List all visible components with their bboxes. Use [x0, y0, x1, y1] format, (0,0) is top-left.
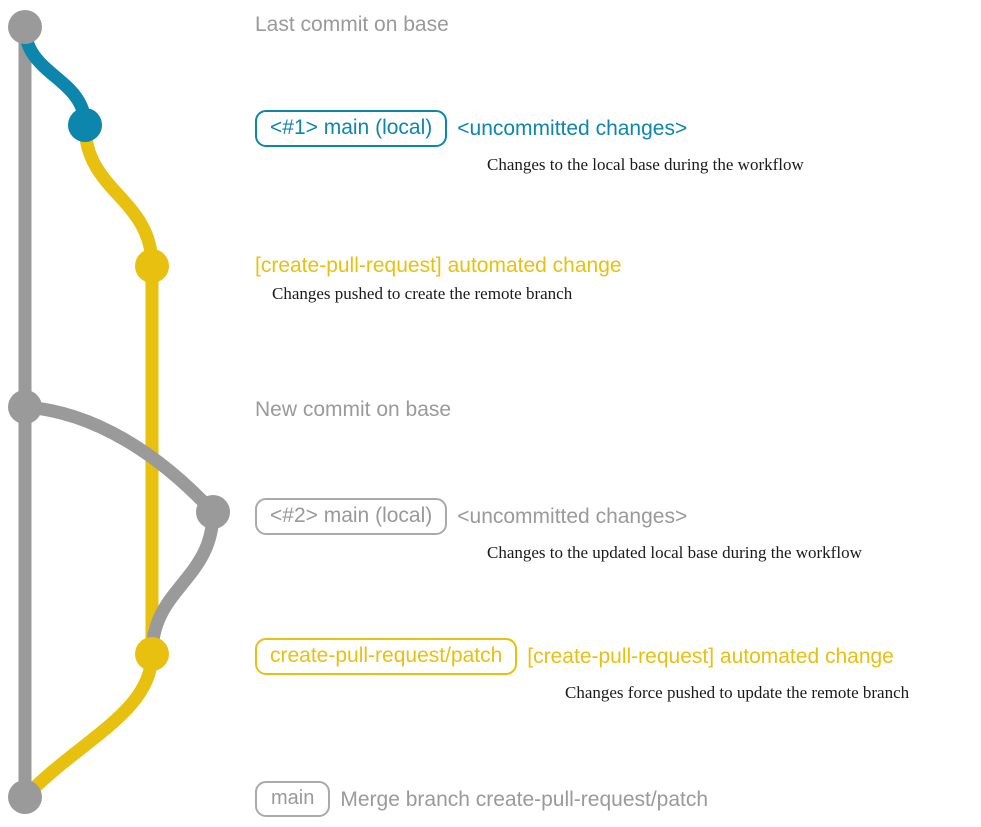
- commit-node-new-commit-on-base[interactable]: [8, 390, 42, 424]
- commit-subject: New commit on base: [255, 398, 452, 421]
- commit-subject: <uncommitted changes>: [457, 505, 688, 528]
- commit-headline: [create-pull-request] automated change: [255, 255, 622, 276]
- commit-node-local-change-1[interactable]: [68, 108, 102, 142]
- commit-row-local-change-2: <#2> main (local) <uncommitted changes> …: [255, 498, 862, 561]
- commit-headline: <#2> main (local) <uncommitted changes>: [255, 498, 862, 535]
- commit-row-last-commit-on-base: Last commit on base: [255, 14, 449, 35]
- commit-row-automated-change-1: [create-pull-request] automated change C…: [255, 255, 622, 302]
- commit-headline: create-pull-request/patch [create-pull-r…: [255, 638, 909, 675]
- commit-nodes: [8, 10, 230, 814]
- commit-row-new-commit-on-base: New commit on base: [255, 399, 451, 420]
- commit-headline: Last commit on base: [255, 14, 449, 35]
- commit-subject: [create-pull-request] automated change: [527, 645, 894, 668]
- commit-row-local-change-1: <#1> main (local) <uncommitted changes> …: [255, 110, 804, 173]
- edge-base-n5-n6: [145, 505, 220, 661]
- commit-subject: [create-pull-request] automated change: [255, 254, 622, 277]
- edge-base-n4-n5: [18, 400, 220, 519]
- commit-row-merge-commit: main Merge branch create-pull-request/pa…: [255, 781, 708, 817]
- commit-headline: <#1> main (local) <uncommitted changes>: [255, 110, 804, 147]
- commit-subject: <uncommitted changes>: [457, 117, 688, 140]
- ref-badge-main-local-1[interactable]: <#1> main (local): [255, 110, 448, 147]
- edge-remote-n6-n7: [18, 647, 159, 804]
- commit-node-automated-change-2[interactable]: [135, 637, 169, 671]
- commit-subject: Merge branch create-pull-request/patch: [340, 787, 709, 811]
- ref-badge-main[interactable]: main: [255, 781, 331, 817]
- commit-subject: Last commit on base: [255, 13, 449, 36]
- ref-badge-create-pull-request-patch[interactable]: create-pull-request/patch: [255, 638, 518, 675]
- commit-body: Changes force pushed to update the remot…: [565, 683, 910, 702]
- commit-node-last-commit-on-base[interactable]: [8, 10, 42, 44]
- edge-remote-n2-n3: [78, 118, 159, 273]
- commit-body: Changes to the local base during the wor…: [487, 155, 804, 174]
- commit-headline: New commit on base: [255, 399, 451, 420]
- commit-headline: main Merge branch create-pull-request/pa…: [255, 781, 708, 817]
- commit-node-merge-commit[interactable]: [8, 780, 42, 814]
- commit-node-local-change-2[interactable]: [196, 495, 230, 529]
- ref-badge-main-local-2[interactable]: <#2> main (local): [255, 498, 448, 535]
- commit-row-automated-change-2: create-pull-request/patch [create-pull-r…: [255, 638, 909, 701]
- commit-body: Changes to the updated local base during…: [487, 543, 862, 562]
- commit-node-automated-change-1[interactable]: [135, 249, 169, 283]
- commit-body: Changes pushed to create the remote bran…: [272, 284, 573, 303]
